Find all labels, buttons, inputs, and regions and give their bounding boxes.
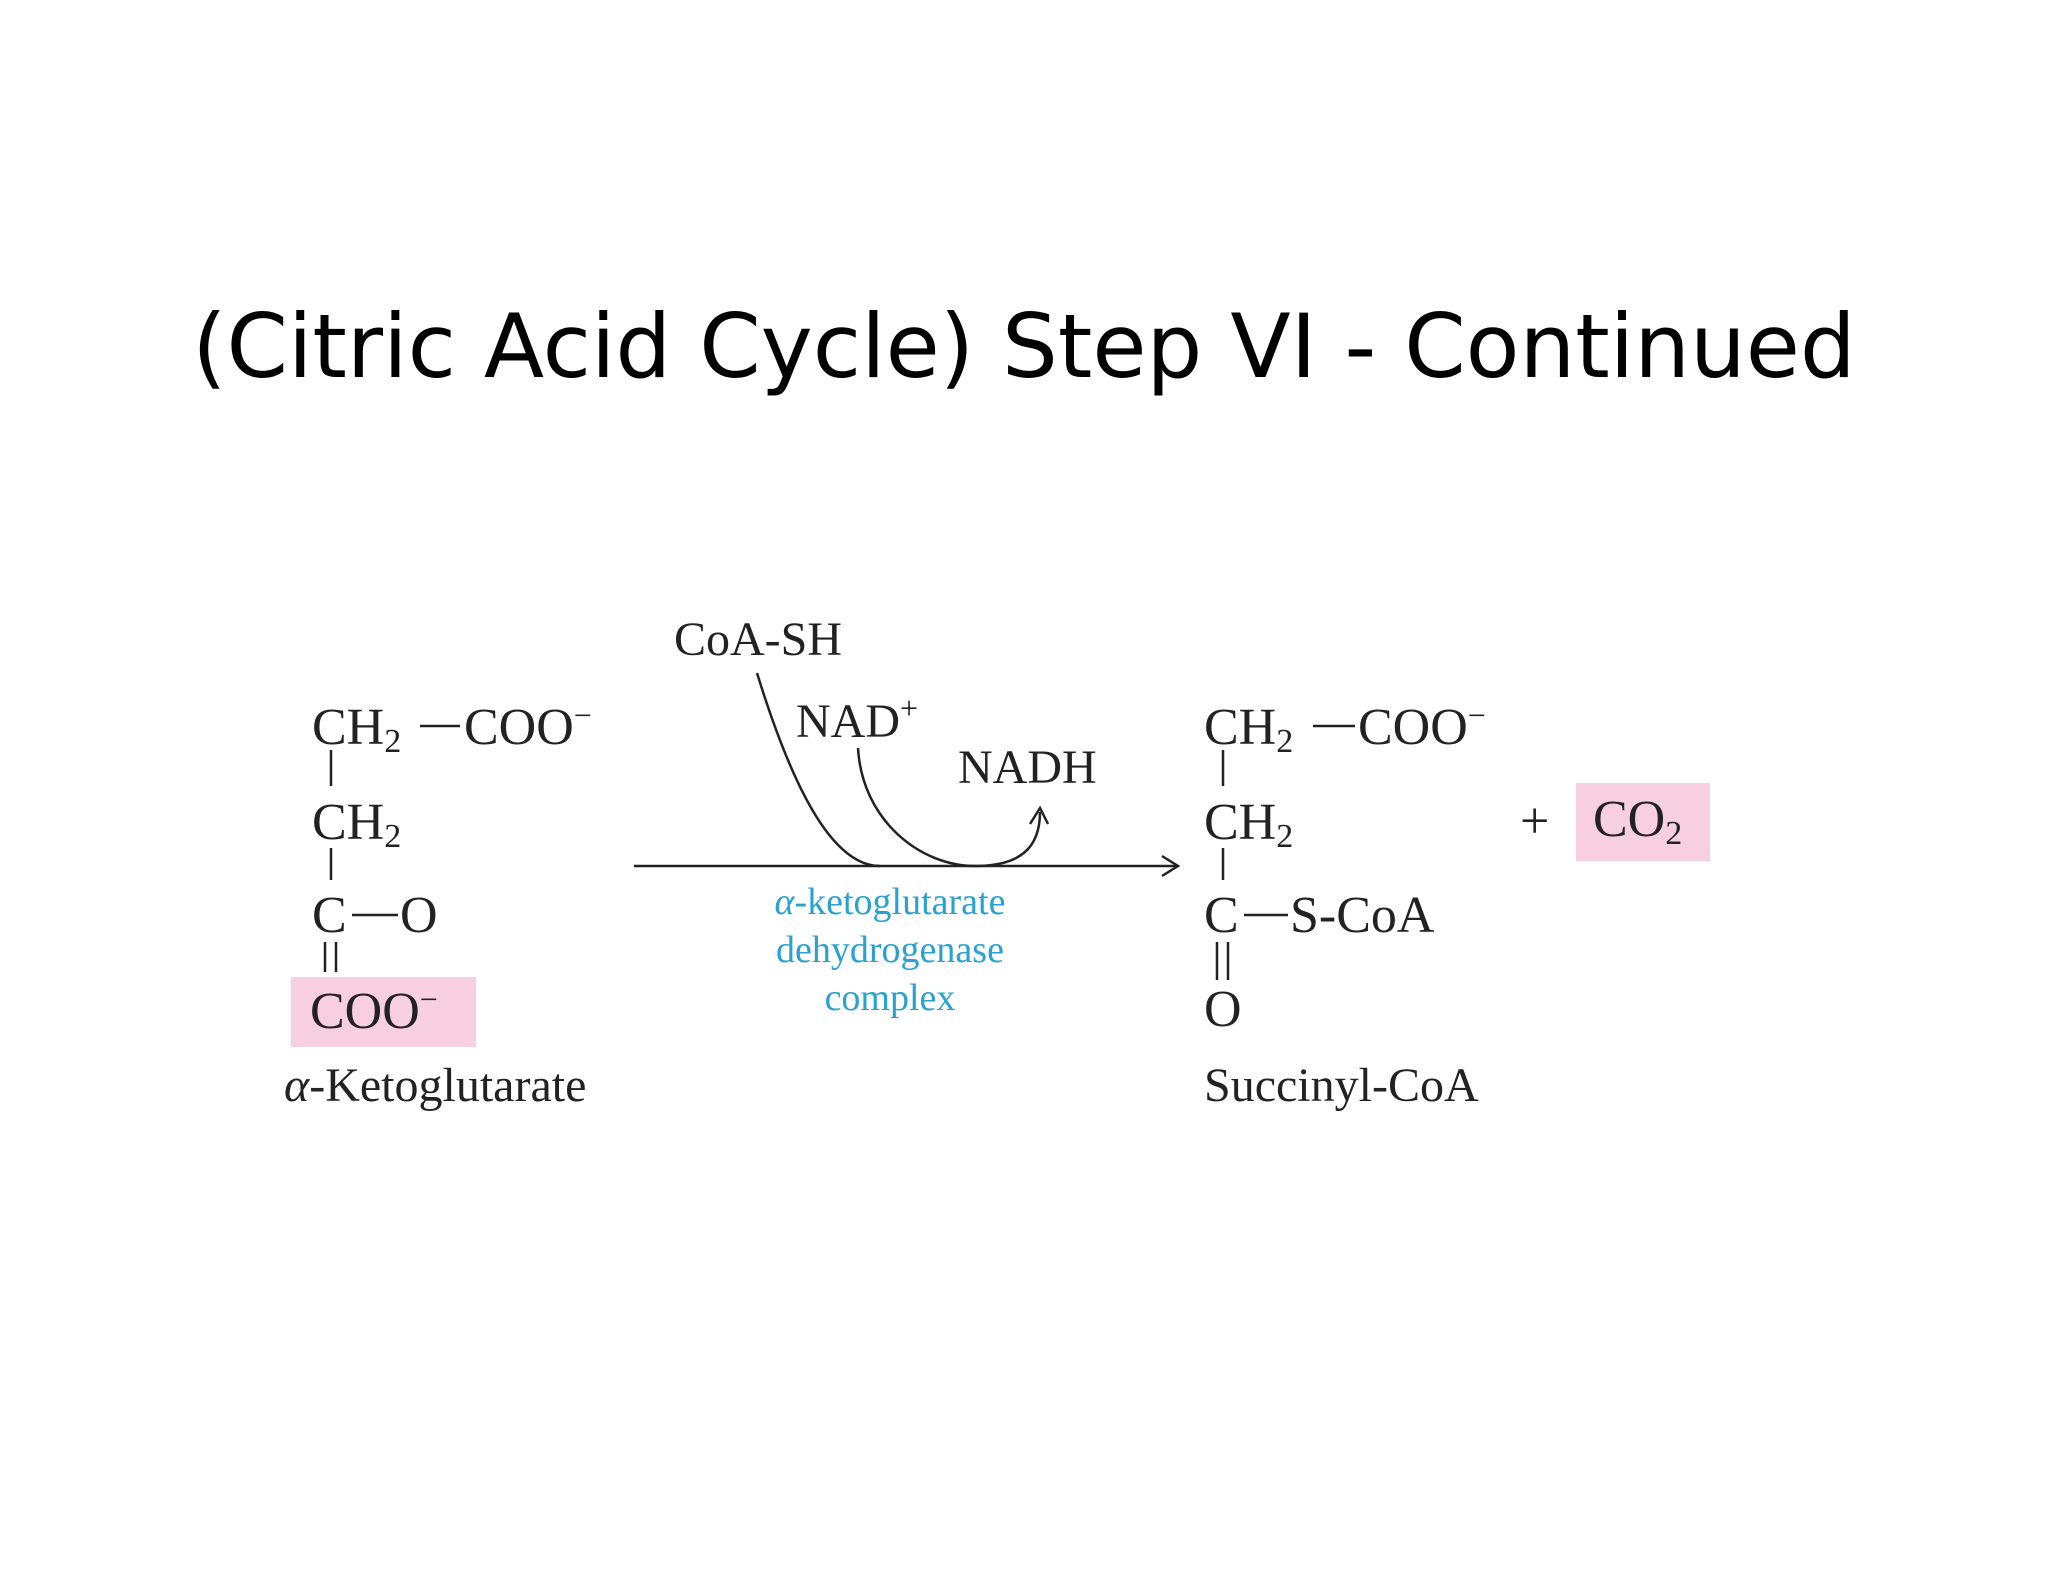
product-ch2-middle: CH2 (1204, 794, 1294, 855)
product-s-coa: S-CoA (1290, 887, 1435, 944)
substrate-coo-bottom: COO− (310, 981, 438, 1040)
substrate-ch2-middle: CH2 (312, 794, 402, 855)
nad-curve (856, 747, 976, 868)
product-ch2-top: CH2 (1204, 699, 1294, 760)
product-coo-top: COO− (1358, 697, 1486, 756)
nadh-arrow-head (1028, 805, 1050, 825)
coa-sh-label: CoA-SH (674, 613, 843, 666)
enzyme-label: α-ketoglutarate dehydrogenase complex (690, 878, 1090, 1022)
product-thioester-c: C (1204, 887, 1239, 944)
substrate-carbonyl-c: C (312, 887, 347, 944)
substrate-name: α-Ketoglutarate (284, 1059, 587, 1112)
enzyme-line-2: dehydrogenase (776, 929, 1004, 971)
coa-sh-curve (755, 672, 881, 868)
product-name: Succinyl-CoA (1204, 1059, 1479, 1112)
slide-title: (Citric Acid Cycle) Step VI - Continued (192, 295, 1856, 398)
plus-sign: + (1520, 793, 1550, 850)
reaction-arrow-head (1161, 854, 1181, 878)
substrate-coo-top: COO− (464, 697, 592, 756)
co2-highlight (1576, 783, 1710, 861)
nad-label: NAD+ (796, 690, 919, 748)
enzyme-line-1: α-ketoglutarate (774, 881, 1006, 923)
nadh-curve (974, 811, 1042, 868)
substrate-ch2-top: CH2 (312, 699, 402, 760)
co2-label: CO2 (1593, 791, 1683, 852)
substrate-carbonyl-o: O (400, 887, 438, 944)
carboxyl-highlight (291, 977, 476, 1047)
product-carbonyl-o: O (1204, 981, 1242, 1038)
enzyme-line-3: complex (824, 977, 956, 1019)
nadh-label: NADH (958, 741, 1097, 794)
